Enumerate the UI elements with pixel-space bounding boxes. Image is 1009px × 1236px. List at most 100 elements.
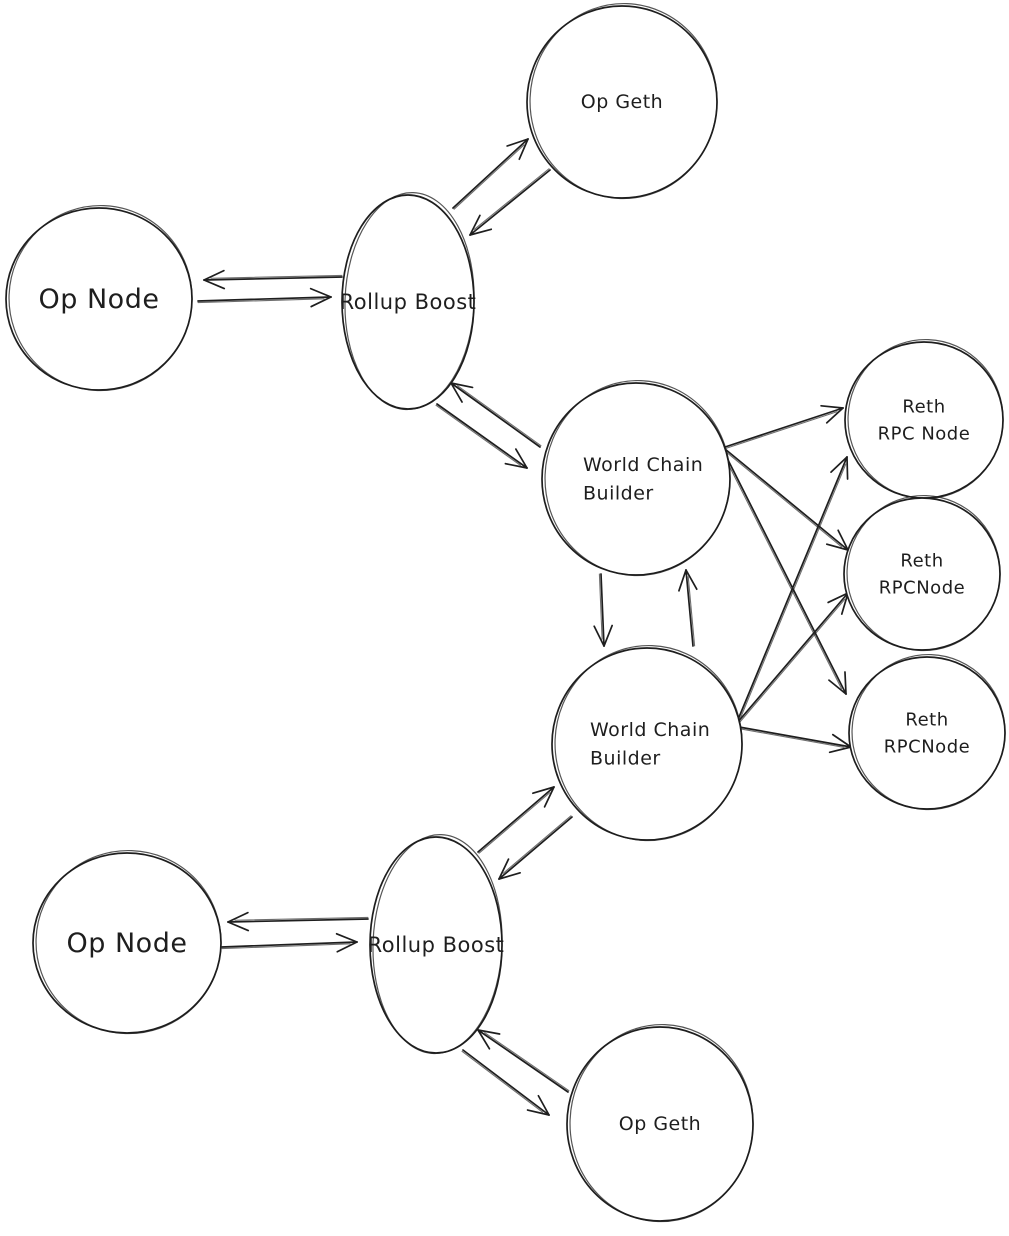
arrowhead-stroke <box>336 941 358 953</box>
node-circle-sketch-op-geth-top <box>529 2 718 200</box>
arrowhead-stroke <box>526 1109 550 1116</box>
arrow-world-chain-builder-bottom-to-reth-rpc-node-3[interactable] <box>738 726 852 754</box>
arrowhead-stroke <box>498 871 521 880</box>
arrowhead-stroke <box>450 382 463 403</box>
arrowhead-stroke <box>469 228 493 236</box>
arrow-rollup-boost-top-to-op-geth-top[interactable] <box>452 138 529 210</box>
arrow-world-chain-builder-top-to-reth-rpc-node-1[interactable] <box>724 404 844 450</box>
arrow-world-chain-builder-top-to-reth-rpc-node-2[interactable] <box>723 448 849 551</box>
arrow-shaft-sketch <box>737 598 846 725</box>
node-label-line: Op Geth <box>581 91 663 113</box>
arrow-shaft <box>221 941 358 948</box>
node-label-op-node-top: Op Node <box>39 284 160 315</box>
arrowhead-stroke <box>678 569 687 592</box>
arrow-shaft-sketch <box>502 815 572 874</box>
node-label-op-node-bottom: Op Node <box>67 928 188 959</box>
arrow-op-node-bottom-to-rollup-boost-bottom[interactable] <box>221 932 358 953</box>
node-circle-sketch-op-node-top <box>8 204 193 392</box>
arrowhead-stroke <box>825 407 844 424</box>
arrow-world-chain-builder-bottom-to-reth-rpc-node-2[interactable] <box>736 592 849 725</box>
arrow-rollup-boost-bottom-to-op-node-bottom[interactable] <box>227 911 369 932</box>
arrowhead-stroke <box>498 858 510 880</box>
node-label-line: RPCNode <box>884 736 970 757</box>
node-label-op-geth-top: Op Geth <box>581 91 663 113</box>
arrow-world-chain-builder-bottom-to-rollup-boost-bottom[interactable] <box>498 815 573 880</box>
node-circle-sketch-op-node-bottom <box>35 849 222 1035</box>
arrowhead-stroke <box>309 287 332 298</box>
arrowhead-stroke <box>514 448 528 469</box>
arrow-shaft <box>450 382 541 448</box>
node-label-line: Builder <box>590 747 661 769</box>
arrow-shaft-sketch <box>473 168 550 230</box>
arrow-shaft <box>723 451 847 695</box>
arrow-shaft-sketch <box>453 144 525 210</box>
arrow-op-node-top-to-rollup-boost-top[interactable] <box>197 287 332 308</box>
arrowhead-stroke <box>543 786 555 808</box>
node-circle-sketch-world-chain-builder-top <box>544 379 731 577</box>
arrow-world-chain-builder-bottom-to-world-chain-builder-top[interactable] <box>678 569 698 647</box>
arrow-shaft-sketch <box>723 449 843 548</box>
arrow-world-chain-builder-top-to-reth-rpc-node-3[interactable] <box>722 451 847 695</box>
arrowhead-stroke <box>537 1094 550 1116</box>
node-label-line: Reth <box>902 396 945 417</box>
node-op-geth-bottom[interactable]: Op Geth <box>566 1021 757 1224</box>
arrow-op-geth-top-to-rollup-boost-top[interactable] <box>469 168 551 236</box>
arrowhead-stroke <box>335 932 358 943</box>
arrow-shaft-sketch <box>457 385 542 447</box>
arrowhead-stroke <box>831 733 852 748</box>
arrowhead-stroke <box>227 911 249 923</box>
arrowhead-stroke <box>685 569 698 591</box>
node-op-geth-top[interactable]: Op Geth <box>526 0 721 201</box>
arrow-rollup-boost-top-to-op-node-top[interactable] <box>203 269 343 290</box>
node-rollup-boost-top[interactable]: Rollup Boost <box>340 190 478 411</box>
node-label-line: RPCNode <box>879 577 965 598</box>
arrow-shaft <box>462 1049 550 1116</box>
arrow-world-chain-builder-top-to-world-chain-builder-bottom[interactable] <box>593 573 613 647</box>
node-label-line: Op Node <box>39 284 160 315</box>
arrow-rollup-boost-bottom-to-world-chain-builder-bottom[interactable] <box>477 786 555 854</box>
node-label-line: World Chain <box>590 719 710 741</box>
arrowhead-stroke <box>506 138 529 147</box>
node-op-node-top[interactable]: Op Node <box>5 202 195 393</box>
arrow-shaft-sketch <box>435 404 521 466</box>
node-label-line: Builder <box>583 482 654 504</box>
arrowhead-stroke <box>830 456 848 473</box>
arrow-shaft <box>724 448 849 551</box>
node-rollup-boost-bottom[interactable]: Rollup Boost <box>368 832 506 1055</box>
arrowhead-stroke <box>477 1029 501 1035</box>
arrow-rollup-boost-bottom-to-op-geth-bottom[interactable] <box>461 1049 550 1116</box>
arrow-shaft-sketch <box>197 298 325 304</box>
node-label-line: Rollup Boost <box>340 290 477 314</box>
arrowhead-stroke <box>593 625 605 647</box>
node-circle-sketch-world-chain-builder-bottom <box>554 644 743 842</box>
node-op-node-bottom[interactable]: Op Node <box>32 847 224 1036</box>
arrow-shaft <box>736 456 848 723</box>
arrow-world-chain-builder-bottom-to-reth-rpc-node-1[interactable] <box>736 456 849 724</box>
arrowhead-stroke <box>837 529 849 551</box>
arrow-shaft-sketch <box>221 943 351 950</box>
arrow-shaft <box>203 276 343 281</box>
arrow-shaft <box>600 573 605 647</box>
node-circle-sketch-rollup-boost-top <box>344 191 475 411</box>
node-circle-sketch-op-geth-bottom <box>569 1023 754 1223</box>
arrow-rollup-boost-top-to-world-chain-builder-top[interactable] <box>435 403 528 469</box>
arrow-world-chain-builder-top-to-rollup-boost-top[interactable] <box>450 382 542 448</box>
arrow-shaft <box>477 1029 569 1093</box>
arrowhead-stroke <box>820 404 844 409</box>
arrow-shaft-sketch <box>234 916 369 921</box>
arrow-shaft <box>469 169 551 236</box>
node-label-rollup-boost-top: Rollup Boost <box>340 290 477 314</box>
node-label-line: Reth <box>900 550 943 571</box>
node-circle-sketch-rollup-boost-bottom <box>372 833 503 1055</box>
arrowhead-stroke <box>203 269 225 281</box>
arrow-op-geth-bottom-to-rollup-boost-bottom[interactable] <box>477 1029 570 1093</box>
node-label-line: Rollup Boost <box>368 933 505 957</box>
